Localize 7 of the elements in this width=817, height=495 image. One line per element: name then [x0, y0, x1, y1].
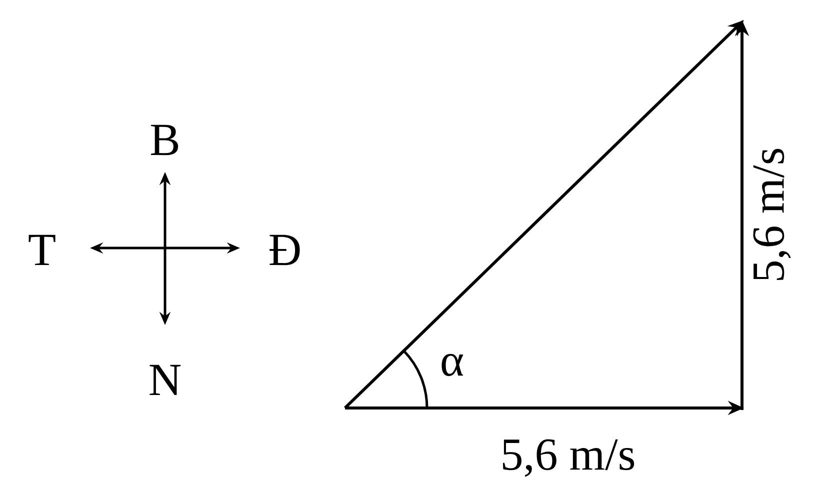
velocity-label: 5,6 m/s — [502, 439, 634, 477]
angle-label: α — [442, 354, 464, 376]
velocity-label: 5,6 m/s — [753, 148, 791, 280]
compass-label: N — [150, 364, 181, 396]
compass-label: Đ — [270, 234, 300, 266]
compass-label: T — [28, 234, 56, 266]
compass-label: B — [150, 124, 178, 156]
